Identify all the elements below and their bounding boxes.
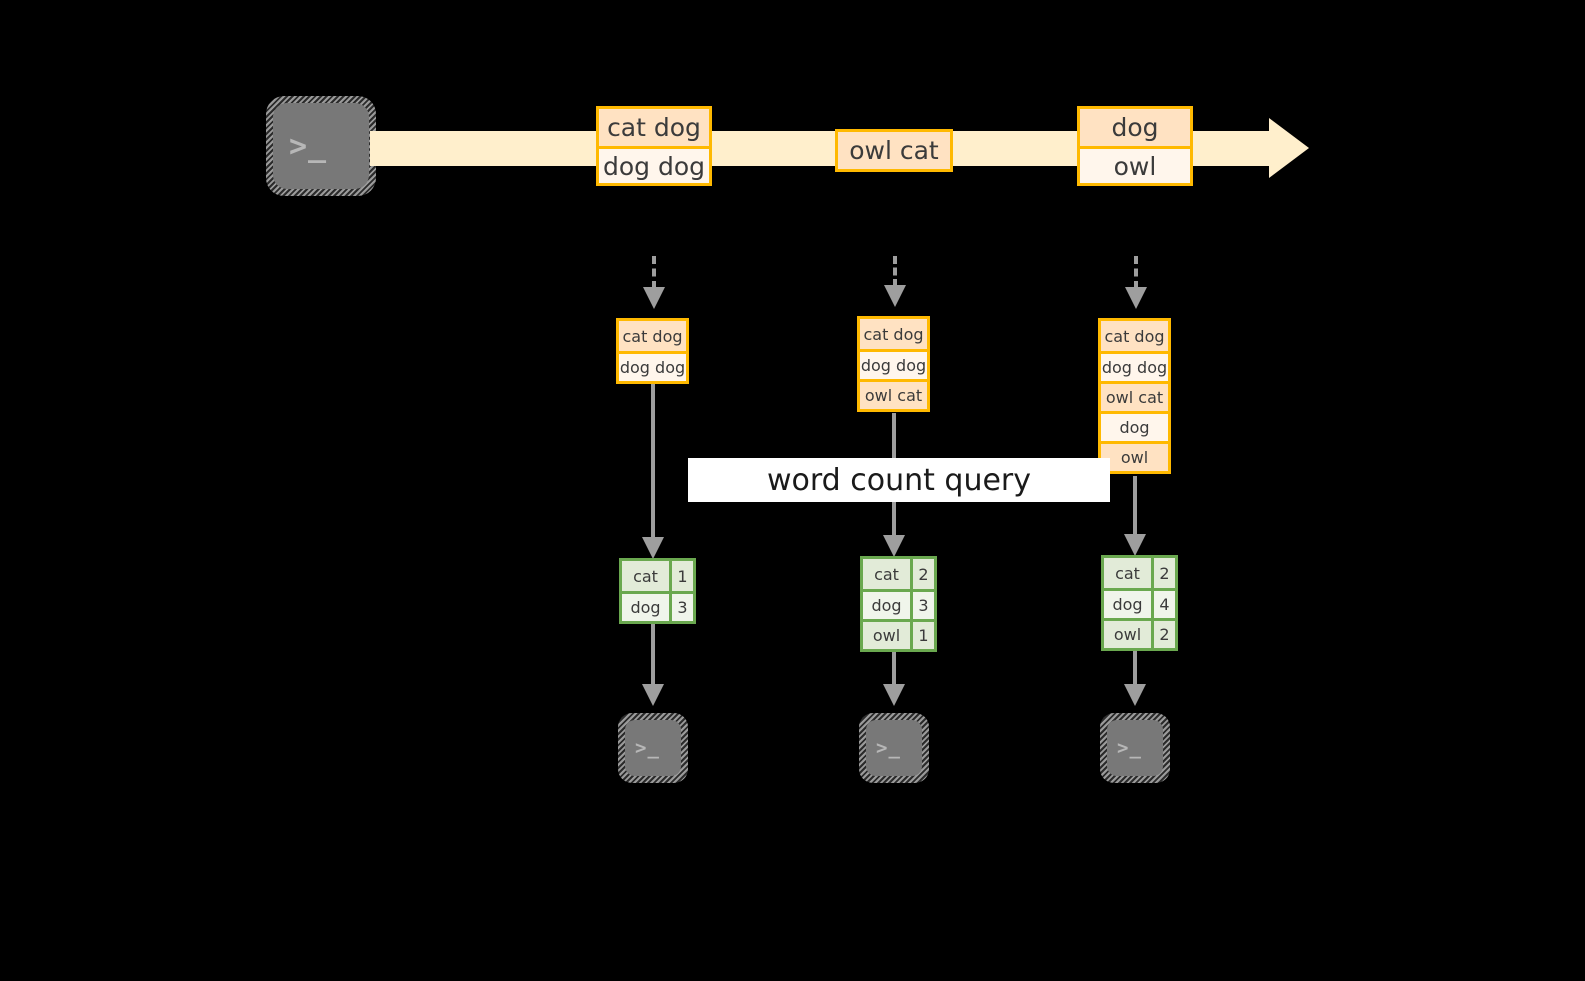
snapshot-1-result-table: cat 1 dog 3 (619, 558, 696, 624)
snapshot-3-trigger-line (1134, 256, 1138, 289)
input-row: owl (1101, 441, 1168, 471)
query-label-text: word count query (766, 462, 1032, 498)
result-row: cat 2 (1104, 558, 1175, 588)
result-count: 2 (1151, 558, 1175, 588)
terminal-prompt-glyph: >_ (635, 737, 660, 759)
stream-event-3: dog owl (1077, 106, 1193, 186)
snapshot-1-sink-line (651, 624, 655, 689)
stream-event-1: cat dog dog dog (596, 106, 712, 186)
snapshot-3-sink-terminal-icon: >_ (1100, 713, 1170, 783)
stream-arrowhead (1269, 118, 1309, 178)
snapshot-1-sink-terminal-icon: >_ (618, 713, 688, 783)
snapshot-3-sink-line (1133, 651, 1137, 689)
snapshot-3-query-arrowhead (1124, 534, 1146, 556)
source-terminal-icon: >_ (266, 96, 376, 196)
snapshot-2-trigger-line (893, 256, 897, 287)
result-row: cat 1 (622, 561, 693, 591)
result-count: 1 (669, 561, 693, 591)
snapshot-3-query-line (1133, 476, 1137, 542)
snapshot-3-trigger-arrowhead (1125, 287, 1147, 309)
result-row: cat 2 (863, 559, 934, 589)
query-label: word count query (688, 458, 1110, 502)
snapshot-2-sink-arrowhead (883, 684, 905, 706)
snapshot-2-sink-line (892, 652, 896, 689)
snapshot-1-input-table: cat dog dog dog (616, 318, 689, 384)
snapshot-1-trigger-line (652, 256, 656, 289)
stream-event-line: owl (1080, 146, 1190, 183)
snapshot-2-result-table: cat 2 dog 3 owl 1 (860, 556, 937, 652)
input-row: owl cat (1101, 381, 1168, 411)
input-row: dog (1101, 411, 1168, 441)
result-word: owl (863, 622, 910, 649)
input-row: cat dog (860, 319, 927, 349)
terminal-prompt-glyph: >_ (1117, 737, 1142, 759)
stream-event-line: cat dog (599, 109, 709, 146)
snapshot-3-sink-arrowhead (1124, 684, 1146, 706)
result-count: 1 (910, 622, 934, 649)
terminal-screen (273, 103, 369, 189)
result-word: dog (863, 592, 910, 619)
stream-event-line: owl cat (838, 132, 950, 169)
snapshot-2-query-arrowhead (883, 535, 905, 557)
snapshot-1-query-line (651, 384, 655, 544)
result-word: dog (622, 594, 669, 621)
result-row: dog 3 (622, 591, 693, 621)
snapshot-1-sink-arrowhead (642, 684, 664, 706)
result-word: cat (863, 559, 910, 589)
input-row: dog dog (619, 351, 686, 381)
result-count: 2 (910, 559, 934, 589)
input-row: owl cat (860, 379, 927, 409)
input-row: dog dog (1101, 351, 1168, 381)
terminal-screen (625, 720, 681, 776)
result-word: cat (622, 561, 669, 591)
snapshot-2-trigger-arrowhead (884, 285, 906, 307)
result-count: 3 (669, 594, 693, 621)
result-row: owl 1 (863, 619, 934, 649)
input-row: dog dog (860, 349, 927, 379)
terminal-screen (1107, 720, 1163, 776)
snapshot-1-query-arrowhead (642, 537, 664, 559)
snapshot-3-result-table: cat 2 dog 4 owl 2 (1101, 555, 1178, 651)
stream-event-line: dog dog (599, 146, 709, 183)
terminal-prompt-glyph: >_ (289, 128, 328, 164)
terminal-screen (866, 720, 922, 776)
stream-event-line: dog (1080, 109, 1190, 146)
input-row: cat dog (1101, 321, 1168, 351)
terminal-prompt-glyph: >_ (876, 737, 901, 759)
stream-event-2: owl cat (835, 129, 953, 172)
result-count: 3 (910, 592, 934, 619)
result-row: owl 2 (1104, 618, 1175, 648)
result-word: cat (1104, 558, 1151, 588)
result-count: 2 (1151, 621, 1175, 648)
result-row: dog 4 (1104, 588, 1175, 618)
result-word: owl (1104, 621, 1151, 648)
result-count: 4 (1151, 591, 1175, 618)
snapshot-1-trigger-arrowhead (643, 287, 665, 309)
snapshot-3-input-table: cat dog dog dog owl cat dog owl (1098, 318, 1171, 474)
snapshot-2-input-table: cat dog dog dog owl cat (857, 316, 930, 412)
result-word: dog (1104, 591, 1151, 618)
input-row: cat dog (619, 321, 686, 351)
snapshot-2-sink-terminal-icon: >_ (859, 713, 929, 783)
result-row: dog 3 (863, 589, 934, 619)
